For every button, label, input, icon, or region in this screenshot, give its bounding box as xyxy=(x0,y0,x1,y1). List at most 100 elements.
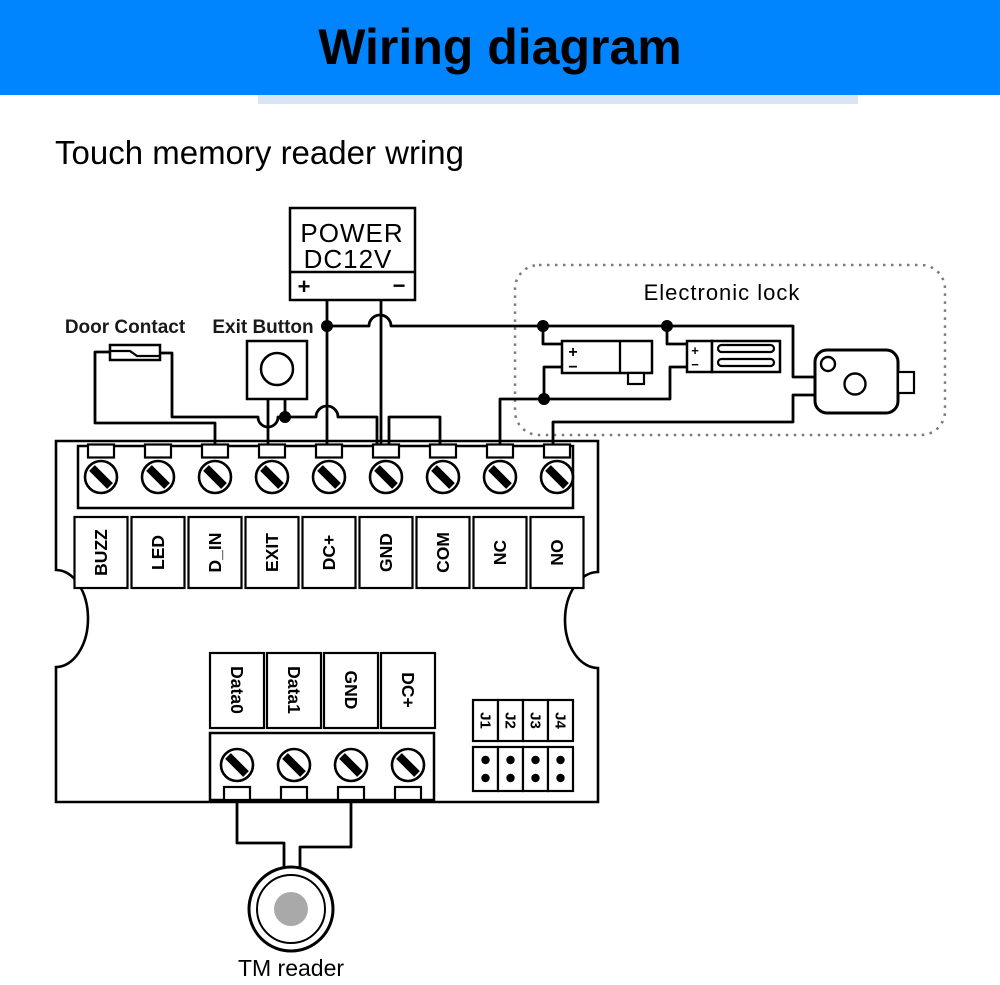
cylinder-lock xyxy=(813,348,916,415)
terminal-notch xyxy=(393,785,423,802)
door-contact-switch xyxy=(110,349,160,358)
jumper-pin-box xyxy=(496,745,525,793)
terminal-label: BUZZ xyxy=(91,529,111,576)
jumper-label: J3 xyxy=(527,712,544,729)
terminal-notch xyxy=(542,443,572,459)
jumper-pin-dot xyxy=(506,755,515,765)
terminal-notch xyxy=(279,785,309,802)
bolt-lock-plus: + xyxy=(568,344,577,361)
maglock-slot xyxy=(716,357,776,368)
terminal-label: LED xyxy=(148,535,168,570)
wire-bolt-lock-minus-branch xyxy=(542,365,562,399)
jumper-label: J4 xyxy=(552,712,569,729)
terminal-label-box xyxy=(301,515,357,590)
wire-minus-rail-to-maglock xyxy=(544,365,687,401)
terminal-notch xyxy=(200,443,230,459)
electric-bolt-lock: + − xyxy=(560,339,654,386)
reader-terminal-label: DC+ xyxy=(398,672,418,708)
terminal-notch xyxy=(314,443,344,459)
wire-no-to-cylinder-lock xyxy=(551,393,815,451)
reader-terminal-label: GND xyxy=(341,671,361,710)
wire-door-contact-to-din xyxy=(93,350,217,451)
jumper-pin-dot xyxy=(506,773,515,783)
reader-label-box xyxy=(322,651,380,730)
junction-dot xyxy=(538,393,550,405)
exit-button-circle xyxy=(259,351,295,387)
terminal-label-box xyxy=(415,515,471,590)
power-supply: POWER DC12V + − xyxy=(288,206,417,302)
electronic-lock-label: Electronic lock xyxy=(644,280,801,305)
reader-terminal-label: Data0 xyxy=(227,666,247,714)
jumper-pin-dot xyxy=(531,773,540,783)
terminal-notch xyxy=(428,443,458,459)
cylinder-lock-small-hole xyxy=(819,355,837,373)
terminal-notch xyxy=(371,443,401,459)
junction-dots xyxy=(279,320,673,423)
jumper-block: J1 J2 J3 J4 xyxy=(471,698,575,793)
power-voltage: DC12V xyxy=(304,244,393,274)
cylinder-lock-keyhole xyxy=(843,372,867,396)
terminal-screw xyxy=(541,461,573,493)
tm-reader-label: TM reader xyxy=(238,955,344,981)
exit-button-label: Exit Button xyxy=(212,317,313,338)
wire-nc-to-lock-minus-rail xyxy=(498,397,544,451)
bolt-lock-tab xyxy=(626,371,646,386)
jumper-pin-box xyxy=(521,745,550,793)
jumper-pin-dot xyxy=(556,773,565,783)
top-terminal-strip: BUZZ LED D_IN EXIT DC+ GND COM NC NO xyxy=(73,443,585,590)
reader-label-box xyxy=(208,651,266,730)
terminal-screw xyxy=(85,461,117,493)
terminal-label: DC+ xyxy=(319,535,339,571)
maglock-minus: − xyxy=(691,357,699,372)
jumper-pin-dot xyxy=(531,755,540,765)
wire-data0-to-reader xyxy=(235,788,286,868)
terminal-screw xyxy=(221,749,253,781)
power-name: POWER xyxy=(300,218,403,248)
terminal-screw xyxy=(142,461,174,493)
reader-terminal-strip: Data0 Data1 GND DC+ xyxy=(208,651,437,802)
jumper-label: J2 xyxy=(502,712,519,729)
terminal-label-box xyxy=(358,515,414,590)
terminal-screw xyxy=(278,749,310,781)
header-banner: Wiring diagram xyxy=(0,0,1000,104)
power-plus-sign: + xyxy=(298,274,311,299)
wire-plus-rail-to-lock xyxy=(327,313,815,379)
door-contact-label: Door Contact xyxy=(65,317,186,338)
door-contact-body xyxy=(108,343,162,362)
terminal-label-box xyxy=(187,515,243,590)
exit-button: Exit Button xyxy=(212,317,314,401)
terminal-screw xyxy=(370,461,402,493)
magnetic-lock: + − xyxy=(685,339,782,374)
terminal-label-box xyxy=(244,515,300,590)
terminal-label-box xyxy=(73,515,129,590)
jumper-pin-dot xyxy=(556,755,565,765)
terminal-label: D_IN xyxy=(205,533,225,573)
jumper-pin-dot xyxy=(481,773,490,783)
jumper-pin-box xyxy=(471,745,500,793)
terminal-label: NO xyxy=(547,539,567,565)
maglock-plus: + xyxy=(691,343,699,358)
terminal-label-box xyxy=(529,515,585,590)
terminal-label: COM xyxy=(433,532,453,573)
jumper-pin-dot xyxy=(481,755,490,765)
maglock-slot xyxy=(716,343,776,354)
electronic-lock-dashed-border xyxy=(513,263,947,437)
terminal-notch xyxy=(336,785,366,802)
electronic-lock-group: Electronic lock xyxy=(513,263,947,437)
terminal-notch xyxy=(485,443,515,459)
jumper-label: J1 xyxy=(477,712,494,729)
wiring xyxy=(93,300,815,868)
wire-gnd-to-reader xyxy=(298,788,353,868)
jumper-label-box xyxy=(546,698,575,743)
diagram-subtitle: Touch memory reader wring xyxy=(55,134,464,171)
tm-reader: TM reader xyxy=(238,865,344,981)
terminal-screw xyxy=(199,461,231,493)
terminal-notch xyxy=(222,785,252,802)
junction-dot xyxy=(537,320,549,332)
junction-dot xyxy=(279,411,291,423)
door-contact: Door Contact xyxy=(65,317,186,362)
banner-tab xyxy=(258,95,858,104)
terminal-label-box xyxy=(130,515,186,590)
terminal-screw xyxy=(313,461,345,493)
